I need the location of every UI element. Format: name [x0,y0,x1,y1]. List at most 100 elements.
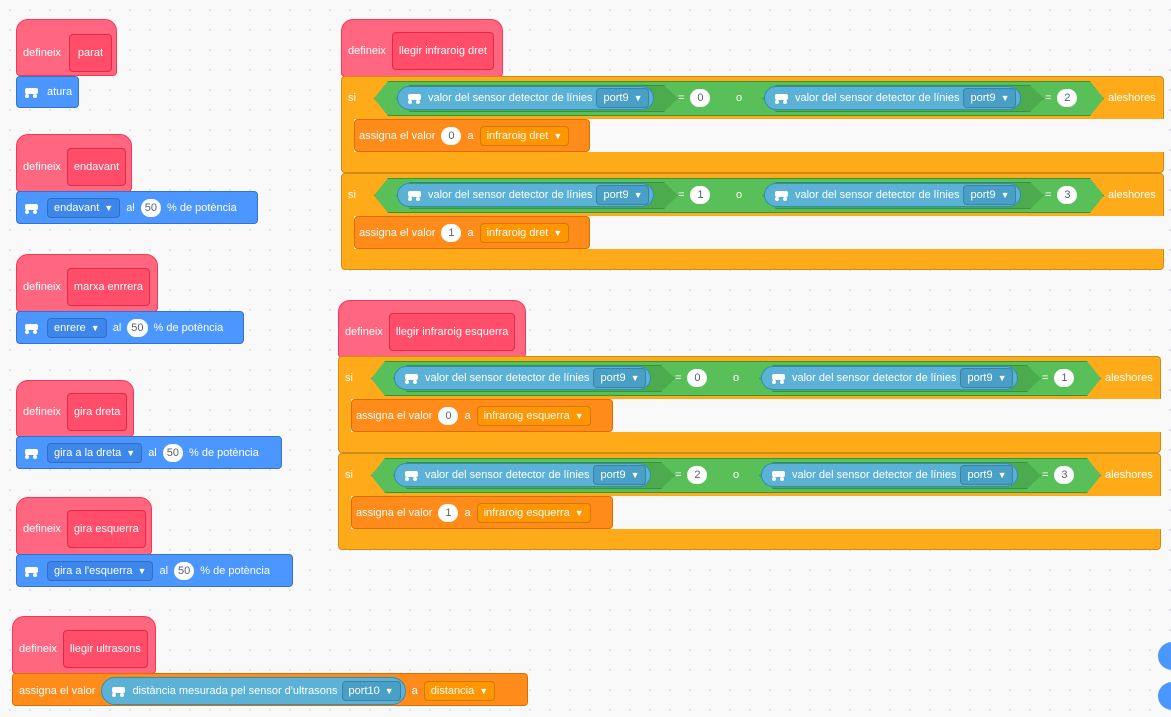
define-hat-infraroig-esquerra[interactable]: defineix llegir infraroig esquerra [338,300,526,358]
robot-icon [23,322,41,334]
value-input[interactable]: 1 [438,504,459,522]
value-input[interactable]: 2 [1057,89,1078,107]
value-input[interactable]: 1 [1054,369,1075,387]
power-input[interactable]: 50 [174,562,195,580]
define-label: defineix [23,47,61,59]
define-hat-endavant[interactable]: defineix endavant [16,134,132,192]
port-dropdown[interactable]: port9▼ [593,368,647,388]
robot-icon [406,92,424,104]
value-input[interactable]: 0 [441,127,462,145]
line-sensor-reporter[interactable]: valor del sensor detector de línies port… [394,463,652,487]
direction-dropdown[interactable]: gira a l'esquerra▼ [47,561,154,581]
value-input[interactable]: 3 [1054,466,1075,484]
line-sensor-reporter[interactable]: valor del sensor detector de línies port… [761,366,1019,390]
variable-dropdown[interactable]: infraroig esquerra▼ [476,503,591,523]
value-input[interactable]: 2 [687,466,708,484]
zoom-in-button[interactable] [1158,642,1171,670]
line-sensor-reporter[interactable]: valor del sensor detector de línies port… [761,463,1019,487]
robot-icon [23,447,41,459]
port-dropdown[interactable]: port9▼ [593,465,647,485]
port-dropdown[interactable]: port9▼ [596,185,650,205]
power-input[interactable]: 50 [140,199,161,217]
ultrasonic-reporter[interactable]: distància mesurada pel sensor d'ultrason… [101,677,406,705]
turn-block[interactable]: gira a la dreta▼ al 50 % de potència [16,436,282,469]
power-input[interactable]: 50 [162,444,183,462]
caret-down-icon: ▼ [104,203,114,213]
direction-dropdown[interactable]: endavant▼ [47,198,121,218]
caret-down-icon: ▼ [479,686,489,696]
procedure-prototype: parat [68,34,112,72]
line-sensor-reporter[interactable]: valor del sensor detector de línies port… [397,183,655,207]
robot-icon [23,202,41,214]
if-block[interactable]: si valor del sensor detector de línies p… [338,356,1162,453]
value-input[interactable]: 0 [687,369,708,387]
move-block[interactable]: enrere▼ al 50 % de potència [16,311,244,344]
robot-icon [773,189,791,201]
set-variable-block[interactable]: assigna el valor 0 a infraroig esquerra▼ [351,399,613,432]
port-dropdown[interactable]: port9▼ [963,185,1017,205]
robot-icon [110,685,128,697]
variable-dropdown[interactable]: infraroig esquerra▼ [476,406,591,426]
direction-dropdown[interactable]: enrere▼ [47,318,107,338]
set-variable-block[interactable]: assigna el valor 1 a infraroig dret▼ [354,216,590,249]
if-block[interactable]: si valor del sensor detector de línies p… [341,173,1165,270]
line-sensor-reporter[interactable]: valor del sensor detector de línies port… [764,183,1022,207]
value-input[interactable]: 1 [690,186,711,204]
caret-down-icon: ▼ [90,323,100,333]
caret-down-icon: ▼ [630,470,640,480]
set-variable-block[interactable]: assigna el valor 0 a infraroig dret▼ [354,119,590,152]
caret-down-icon: ▼ [574,411,584,421]
caret-down-icon: ▼ [553,131,563,141]
value-input[interactable]: 3 [1057,186,1078,204]
line-sensor-reporter[interactable]: valor del sensor detector de línies port… [764,86,1022,110]
robot-icon [403,372,421,384]
move-block[interactable]: endavant▼ al 50 % de potència [16,191,258,224]
variable-dropdown[interactable]: infraroig dret▼ [479,223,570,243]
caret-down-icon: ▼ [633,190,643,200]
procedure-prototype: llegir ultrasons [62,630,148,668]
line-sensor-reporter[interactable]: valor del sensor detector de línies port… [397,86,655,110]
caret-down-icon: ▼ [997,373,1007,383]
robot-icon [770,469,788,481]
set-variable-block[interactable]: assigna el valor 1 a infraroig esquerra▼ [351,496,613,529]
port-dropdown[interactable]: port10▼ [341,681,401,701]
procedure-prototype: marxa enrrera [66,268,150,306]
robot-icon [23,565,41,577]
robot-icon [23,86,41,98]
define-hat-enrere[interactable]: defineix marxa enrrera [16,254,158,312]
port-dropdown[interactable]: port9▼ [963,88,1017,108]
turn-block[interactable]: gira a l'esquerra▼ al 50 % de potència [16,554,293,587]
variable-dropdown[interactable]: distancia▼ [423,681,496,701]
port-dropdown[interactable]: port9▼ [596,88,650,108]
stop-block[interactable]: atura [16,76,79,108]
value-input[interactable]: 0 [438,407,459,425]
define-hat-ultrasons[interactable]: defineix llegir ultrasons [12,616,156,674]
define-hat-gira-dreta[interactable]: defineix gira dreta [16,380,134,437]
caret-down-icon: ▼ [633,93,643,103]
define-hat-parat[interactable]: defineix parat [16,19,117,76]
caret-down-icon: ▼ [137,566,147,576]
if-block[interactable]: si valor del sensor detector de línies p… [338,453,1162,550]
caret-down-icon: ▼ [1000,190,1010,200]
line-sensor-reporter[interactable]: valor del sensor detector de línies port… [394,366,652,390]
caret-down-icon: ▼ [384,686,394,696]
value-input[interactable]: 1 [441,224,462,242]
value-input[interactable]: 0 [690,89,711,107]
set-variable-block[interactable]: assigna el valor distància mesurada pel … [12,673,528,706]
caret-down-icon: ▼ [553,228,563,238]
procedure-prototype: gira dreta [66,393,128,431]
if-block[interactable]: si valor del sensor detector de línies p… [341,76,1165,173]
direction-dropdown[interactable]: gira a la dreta▼ [47,443,143,463]
port-dropdown[interactable]: port9▼ [960,465,1014,485]
zoom-out-button[interactable] [1158,682,1171,710]
define-hat-gira-esquerra[interactable]: defineix gira esquerra [16,497,152,555]
define-hat-infraroig-dret[interactable]: defineix llegir infraroig dret [341,19,503,77]
caret-down-icon: ▼ [1000,93,1010,103]
caret-down-icon: ▼ [630,373,640,383]
caret-down-icon: ▼ [574,508,584,518]
robot-icon [770,372,788,384]
procedure-prototype: gira esquerra [66,510,146,548]
variable-dropdown[interactable]: infraroig dret▼ [479,126,570,146]
port-dropdown[interactable]: port9▼ [960,368,1014,388]
power-input[interactable]: 50 [127,319,148,337]
